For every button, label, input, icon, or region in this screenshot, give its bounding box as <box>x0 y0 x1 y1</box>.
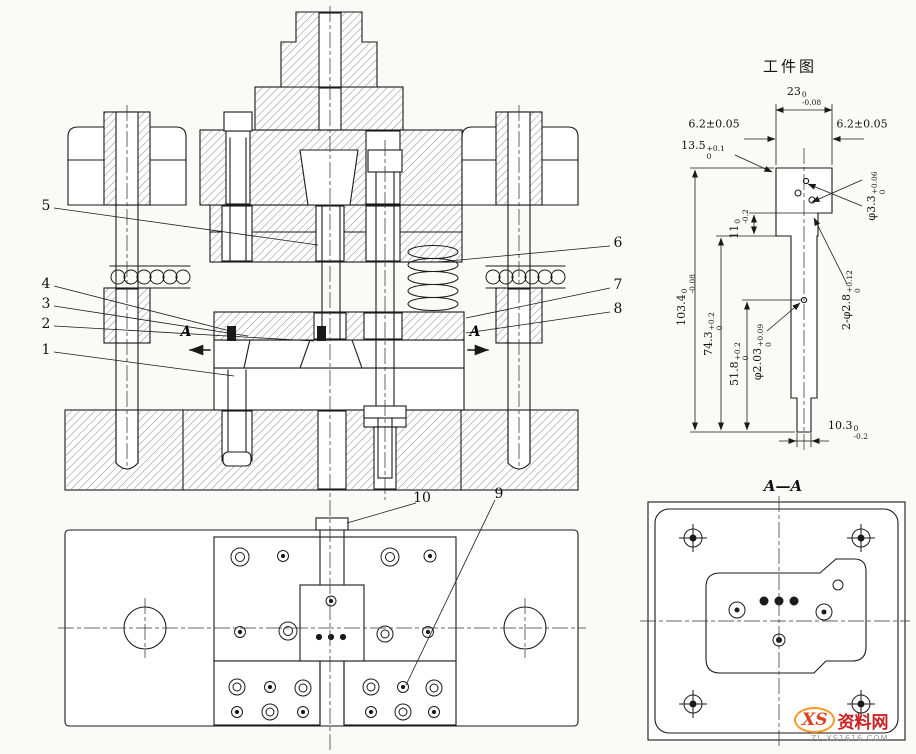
section-aa-title: A—A <box>763 477 803 495</box>
right-die-spring <box>485 265 566 289</box>
callout-7: 7 <box>613 277 623 293</box>
plan-holes <box>228 547 443 721</box>
callout-3: 3 <box>41 296 51 312</box>
center-spring <box>407 245 459 311</box>
section-arrow-label-right: A <box>469 324 481 340</box>
watermark-site-name: 资料网 <box>837 712 889 733</box>
die-shank <box>280 11 378 88</box>
die-profile <box>705 558 867 674</box>
upper-clamp-plate <box>254 86 404 131</box>
watermark-url: ZL.XS1616.COM <box>810 734 889 744</box>
callout-leaders <box>53 207 611 686</box>
blanking-punch <box>321 204 341 341</box>
callout-10: 10 <box>413 490 431 506</box>
main-assembly-view <box>64 11 579 491</box>
callout-9: 9 <box>494 486 504 502</box>
watermark-logo: XS <box>794 707 836 734</box>
centerlines <box>58 6 910 750</box>
callout-2: 2 <box>41 316 51 332</box>
left-die-spring <box>109 265 191 289</box>
punch-holder-plate <box>199 111 463 263</box>
lower-die-base <box>64 409 579 491</box>
right-guide-bush <box>461 111 579 206</box>
dim-6.2-right: 6.2±0.05 <box>836 117 888 131</box>
lower-support-plate <box>213 367 465 467</box>
callout-6: 6 <box>613 235 623 251</box>
plan-view <box>64 517 579 727</box>
callout-4: 4 <box>41 276 51 292</box>
callout-1: 1 <box>41 342 51 358</box>
section-arrow-label-left: A <box>180 324 192 340</box>
workpiece-title: 工件图 <box>762 57 818 76</box>
corner-bolts <box>679 524 875 718</box>
workpiece-dim-lines <box>690 104 864 447</box>
watermark: XS 资料网 ZL.XS1616.COM <box>794 707 888 743</box>
callout-8: 8 <box>613 301 623 317</box>
dim-6.2-left: 6.2±0.05 <box>688 117 740 131</box>
die-block <box>213 311 465 369</box>
punch-backing-plates <box>209 204 463 263</box>
callout-5: 5 <box>41 198 51 214</box>
